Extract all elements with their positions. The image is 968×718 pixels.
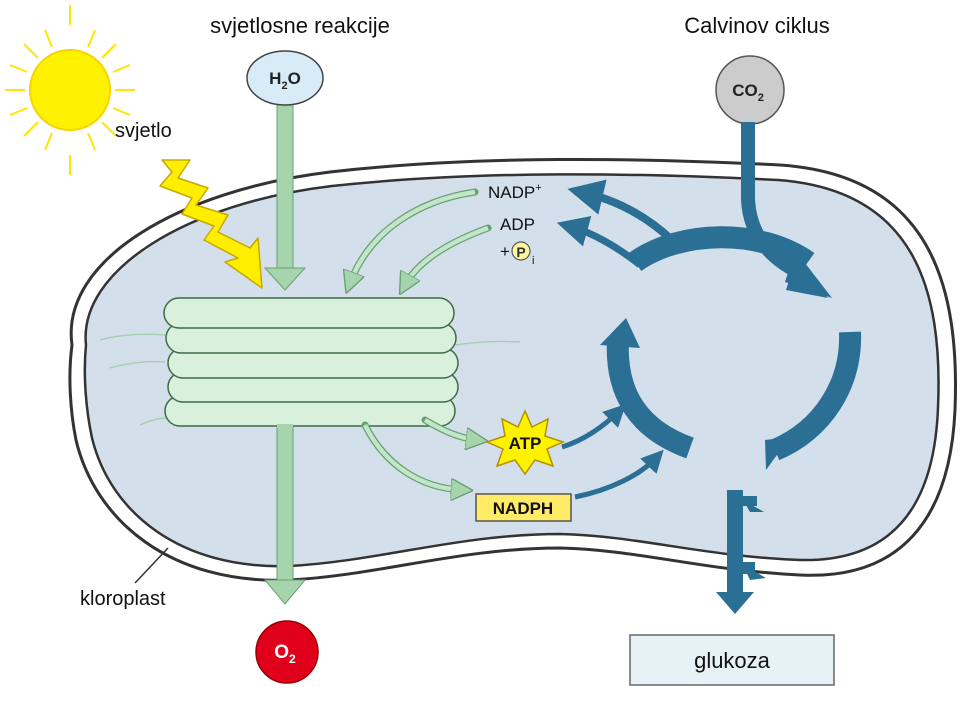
glucose-output-arrow bbox=[716, 490, 766, 614]
phosphate-p: P bbox=[516, 244, 525, 260]
co2-subscript: 2 bbox=[758, 92, 764, 104]
nadp-label: NADP+ bbox=[488, 182, 542, 202]
atp-molecule: ATP bbox=[484, 409, 566, 476]
water-o: O bbox=[288, 69, 301, 88]
water-subscript: 2 bbox=[281, 80, 287, 92]
nadph-to-calvin-arrow bbox=[574, 449, 664, 500]
chloroplast-pointer bbox=[134, 547, 169, 584]
water-arrow-through-stack bbox=[277, 424, 293, 428]
calvin-arc-right bbox=[770, 331, 862, 461]
oxygen-o: O bbox=[274, 642, 289, 663]
calvin-arc-left bbox=[606, 339, 694, 459]
svg-text:CO2: CO2 bbox=[732, 81, 764, 104]
svg-text:H2O: H2O bbox=[269, 69, 301, 92]
phosphate-subscript: i bbox=[532, 255, 534, 267]
atp-to-calvin-arrow bbox=[561, 404, 626, 450]
calvin-to-adp-arrow bbox=[556, 216, 643, 268]
adp-label: ADP bbox=[500, 215, 535, 234]
calvin-arc-right-head bbox=[765, 437, 790, 470]
phosphate-plus: + bbox=[500, 242, 510, 261]
sun-icon bbox=[5, 5, 135, 175]
water-molecule: H2O bbox=[246, 50, 324, 106]
calvin-arc-top bbox=[628, 226, 815, 272]
oxygen-subscript: 2 bbox=[289, 652, 296, 666]
lightning-bolt-icon bbox=[159, 159, 263, 289]
water-h: H bbox=[269, 69, 281, 88]
carbon-dioxide-molecule: CO2 bbox=[715, 55, 785, 125]
chloroplast-label: kloroplast bbox=[80, 588, 166, 610]
oxygen-molecule: O2 bbox=[255, 620, 319, 684]
thylakoid-stack bbox=[99, 297, 521, 427]
atp-label: ATP bbox=[509, 434, 542, 453]
nadph-molecule: NADPH bbox=[475, 493, 572, 522]
light-label: svjetlo bbox=[115, 120, 172, 142]
glucose-label: glukoza bbox=[694, 648, 771, 673]
calvin-to-nadp-arrow bbox=[567, 179, 675, 243]
svg-text:O2: O2 bbox=[274, 642, 296, 666]
glucose-box: glukoza bbox=[629, 634, 835, 686]
phosphate-icon: P i bbox=[511, 241, 534, 267]
nadp-superscript: + bbox=[535, 182, 541, 194]
calvin-arc-left-head bbox=[600, 318, 640, 348]
nadph-label: NADPH bbox=[493, 499, 553, 518]
calvin-cycle bbox=[600, 226, 862, 470]
light-reactions-title: svjetlosne reakcije bbox=[210, 13, 390, 38]
calvin-arc-top-head bbox=[785, 250, 832, 298]
calvin-cycle-title: Calvinov ciklus bbox=[684, 13, 830, 38]
